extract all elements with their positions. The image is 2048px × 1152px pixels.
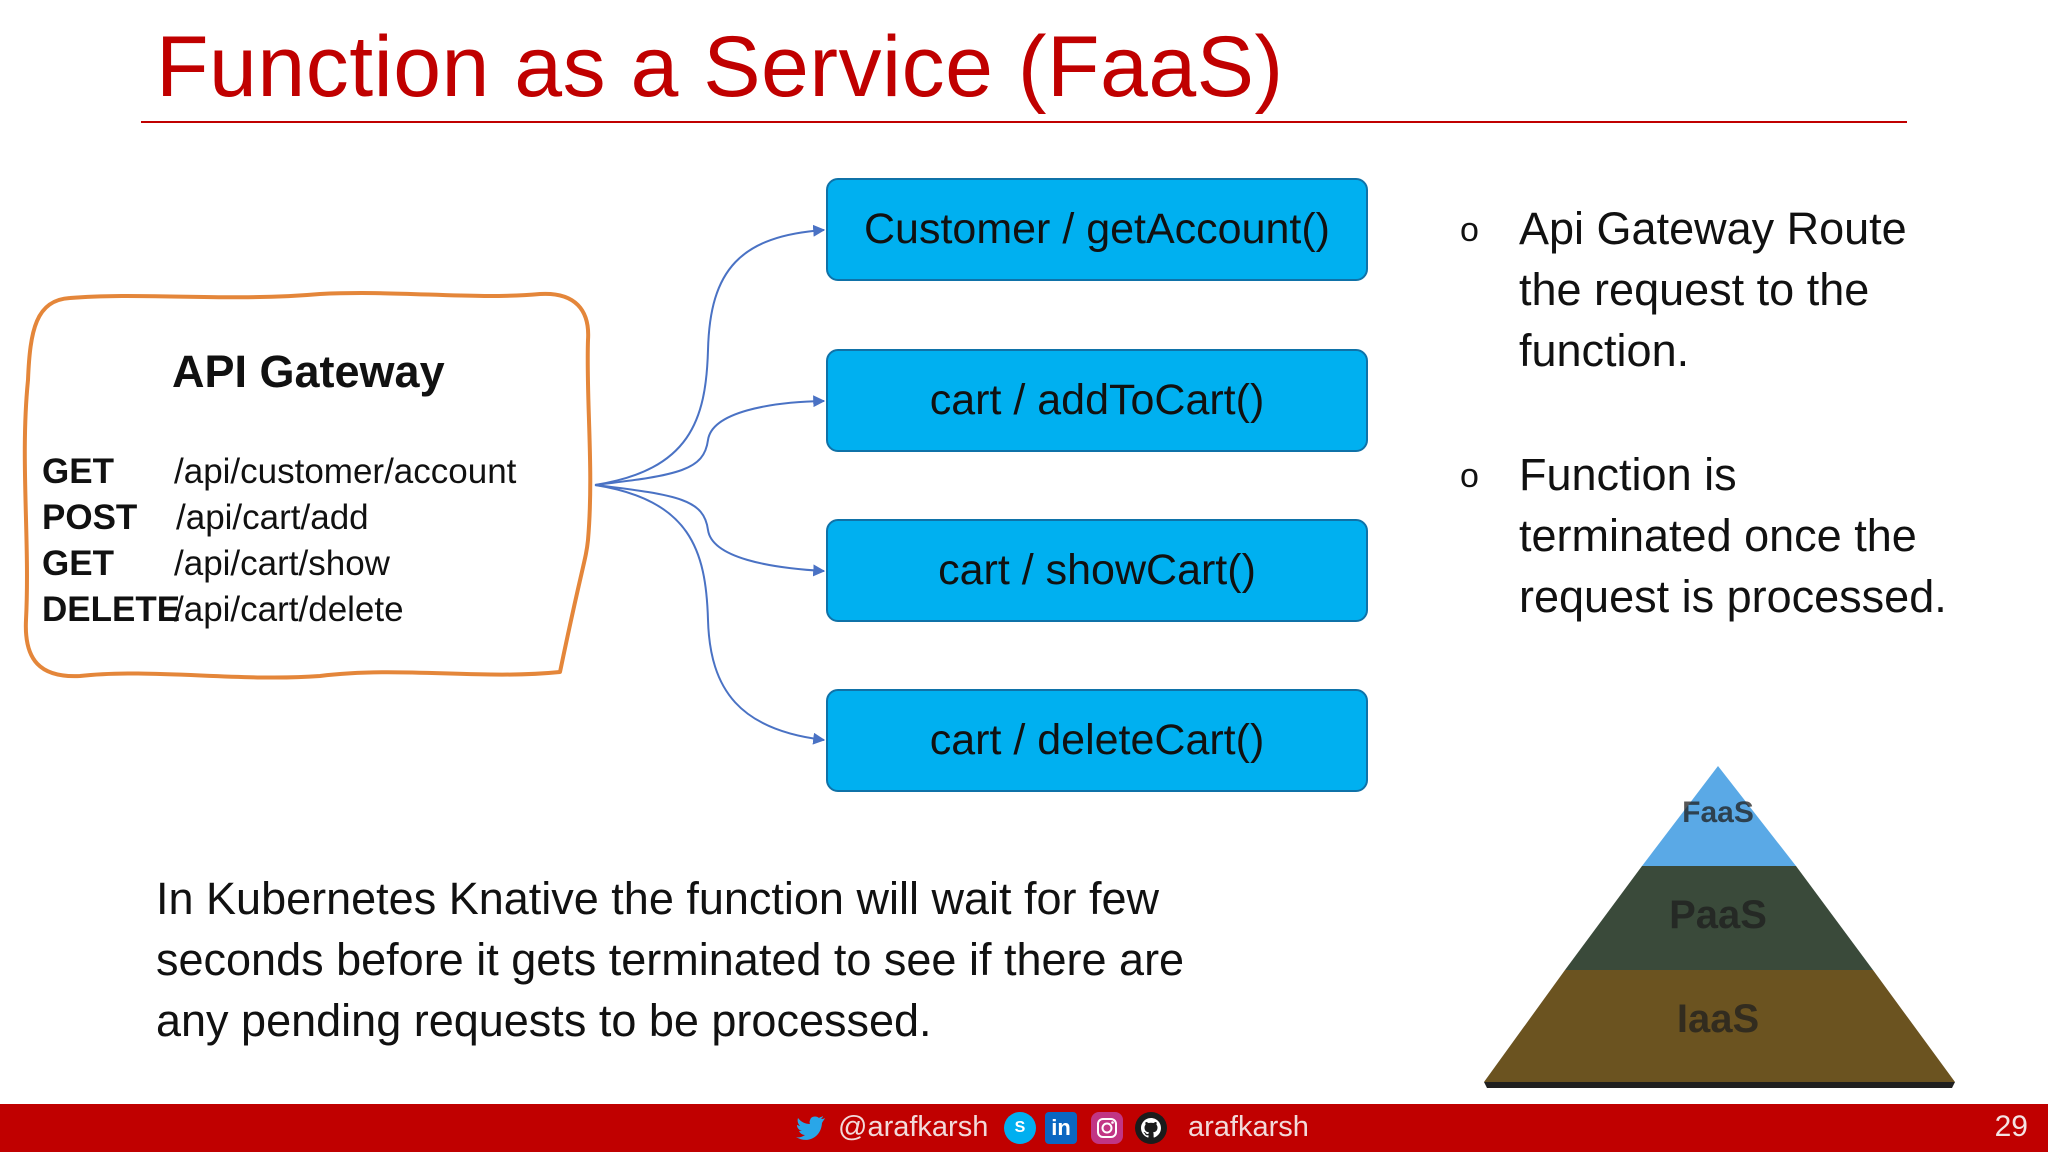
footer-bar: @arafkarsh S in arafkarsh 29 — [0, 1104, 2048, 1152]
connector-addtocart — [595, 401, 824, 485]
bullet-text: function. — [1519, 320, 1689, 381]
pyramid-label-iaas: IaaS — [1677, 997, 1759, 1042]
twitter-handle[interactable]: @arafkarsh — [838, 1111, 988, 1144]
connector-showcart — [595, 485, 824, 571]
page-number: 29 — [1995, 1110, 2028, 1144]
instagram-icon[interactable] — [1091, 1112, 1123, 1144]
route-path: /api/cart/show — [174, 546, 390, 581]
note-line: seconds before it gets terminated to see… — [156, 929, 1184, 990]
function-box-deletecart: cart / deleteCart() — [826, 689, 1368, 792]
route-path: /api/customer/account — [174, 454, 516, 489]
route-method: GET — [42, 546, 114, 581]
bullet-text: the request to the — [1519, 259, 1869, 320]
bullet-text: Function is — [1519, 444, 1737, 505]
social-handle[interactable]: arafkarsh — [1188, 1111, 1309, 1144]
note-line: any pending requests to be processed. — [156, 990, 1184, 1051]
route-method: POST — [42, 500, 137, 535]
bullet-text: terminated once the — [1519, 505, 1917, 566]
bullet-text: request is processed. — [1519, 566, 1947, 627]
linkedin-icon[interactable]: in — [1045, 1112, 1077, 1144]
route-path: /api/cart/add — [176, 500, 369, 535]
route-method: GET — [42, 454, 114, 489]
github-icon[interactable] — [1135, 1112, 1167, 1144]
pyramid-label-paas: PaaS — [1669, 893, 1767, 938]
note-line: In Kubernetes Knative the function will … — [156, 868, 1184, 929]
skype-icon[interactable]: S — [1004, 1112, 1036, 1144]
bullet-marker: o — [1460, 200, 1479, 261]
pyramid-label-faas: FaaS — [1682, 796, 1754, 830]
bullet-marker: o — [1460, 446, 1479, 507]
knative-note: In Kubernetes Knative the function will … — [156, 868, 1184, 1051]
route-method: DELETE — [42, 592, 180, 627]
function-box-showcart: cart / showCart() — [826, 519, 1368, 622]
function-box-getaccount: Customer / getAccount() — [826, 178, 1368, 281]
twitter-icon[interactable] — [795, 1112, 827, 1144]
connector-getaccount — [595, 230, 824, 485]
route-path: /api/cart/delete — [174, 592, 404, 627]
function-box-addtocart: cart / addToCart() — [826, 349, 1368, 452]
connector-deletecart — [595, 485, 824, 740]
api-gateway-title: API Gateway — [172, 346, 445, 398]
bullet-text: Api Gateway Route — [1519, 198, 1907, 259]
